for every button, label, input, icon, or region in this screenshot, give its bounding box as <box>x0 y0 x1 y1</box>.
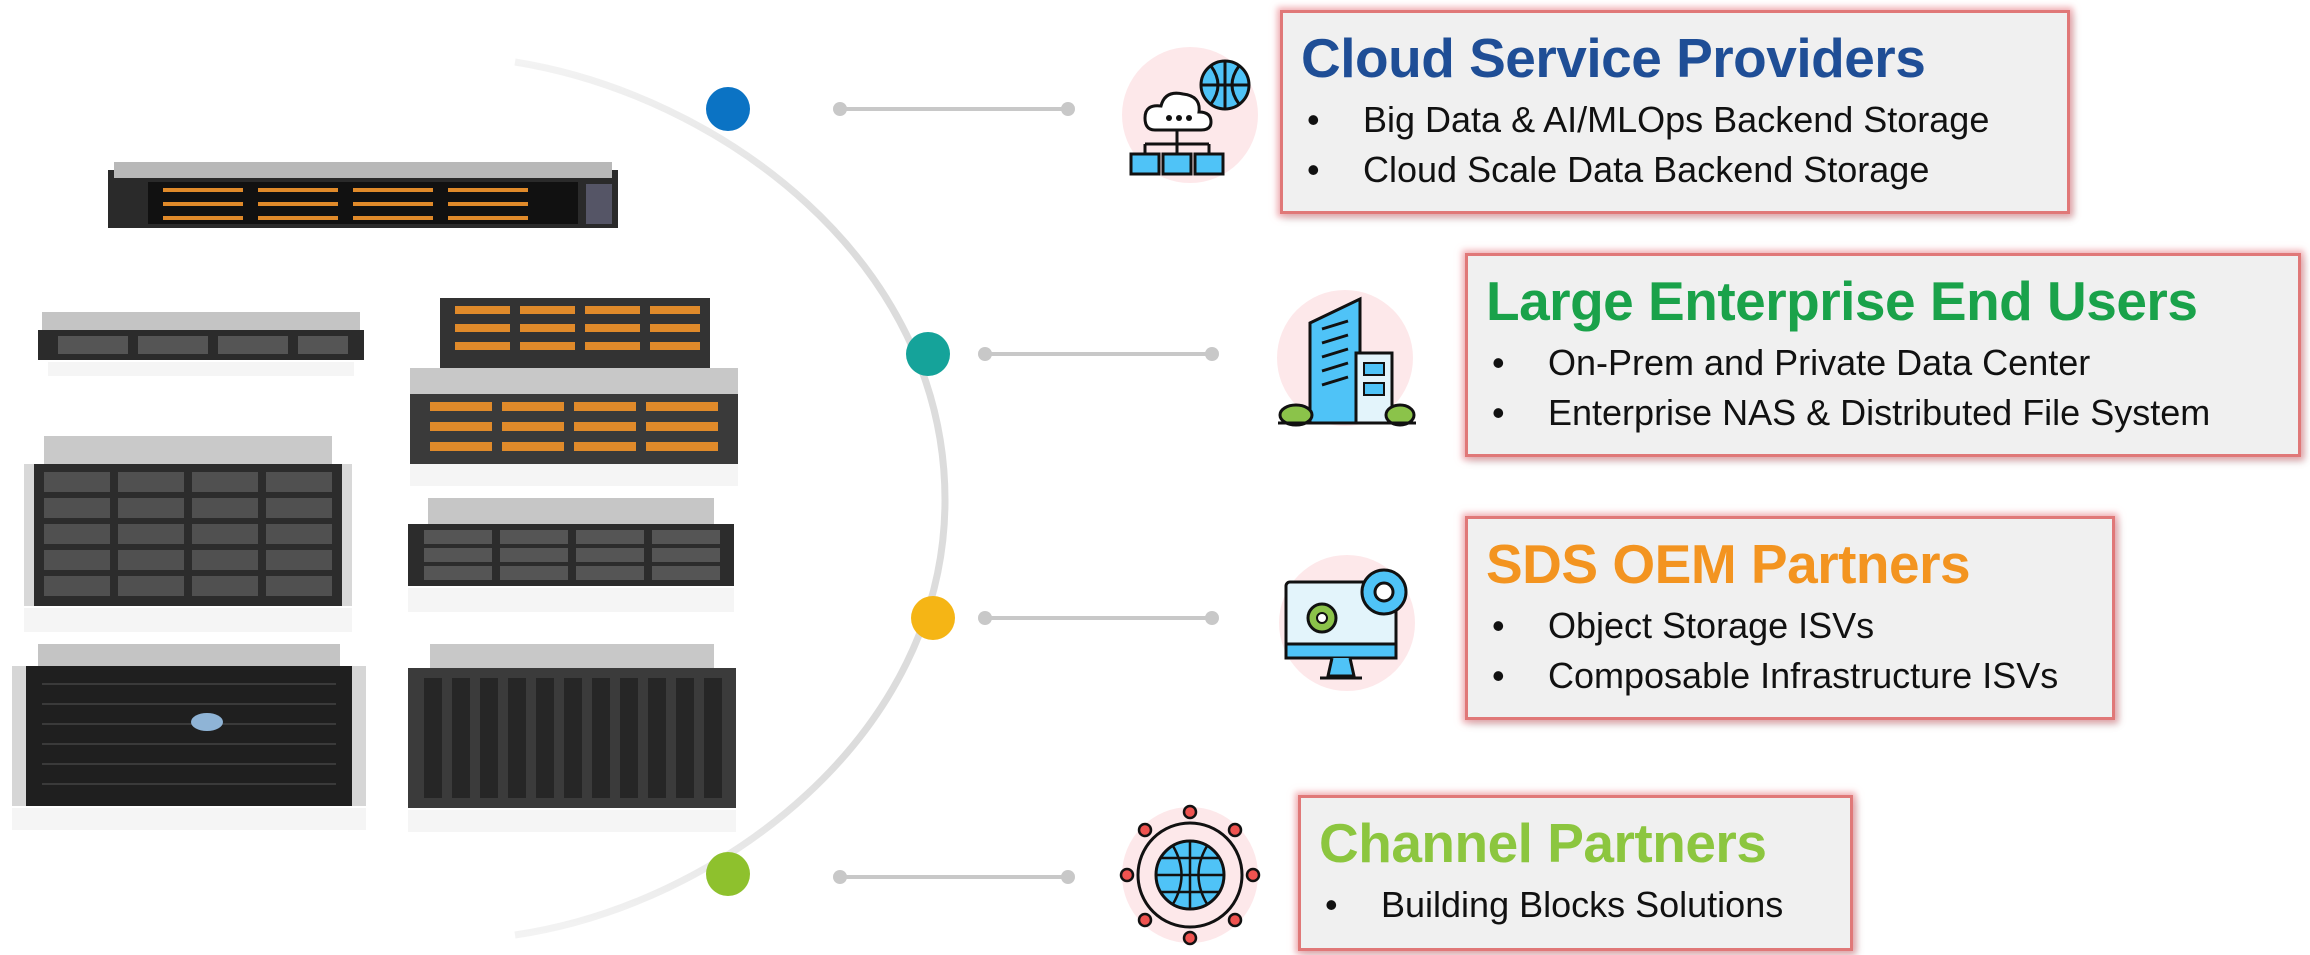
segment-title: Channel Partners <box>1319 812 1767 874</box>
bullet-item: On-Prem and Private Data Center <box>1486 338 2278 388</box>
segment-card-channel-partners: Channel Partners Building Blocks Solutio… <box>1298 795 1853 951</box>
timeline-dot-2 <box>906 332 950 376</box>
bullet-item: Cloud Scale Data Backend Storage <box>1301 145 2047 195</box>
connector-line-2 <box>978 347 1219 361</box>
segment-bullets: Building Blocks Solutions <box>1319 880 1830 930</box>
server-4u-jbod-image <box>408 644 736 832</box>
globe-network-icon <box>1119 804 1261 946</box>
server-1u-short-image <box>38 312 364 376</box>
segment-card-cloud-service-providers: Cloud Service Providers Big Data & AI/ML… <box>1280 10 2070 214</box>
segment-title: SDS OEM Partners <box>1486 533 1971 595</box>
connector-line-3 <box>978 611 1219 625</box>
segment-bullets: On-Prem and Private Data Center Enterpri… <box>1486 338 2278 438</box>
connector-line-1 <box>833 102 1075 116</box>
bullet-item: Big Data & AI/MLOps Backend Storage <box>1301 95 2047 145</box>
segment-title: Large Enterprise End Users <box>1486 270 2198 332</box>
bullet-item: Enterprise NAS & Distributed File System <box>1486 388 2278 438</box>
connector-line-4 <box>833 870 1075 884</box>
segment-bullets: Object Storage ISVs Composable Infrastru… <box>1486 601 2092 701</box>
server-2u-orange-stack-image <box>410 298 738 486</box>
segment-card-sds-oem-partners: SDS OEM Partners Object Storage ISVs Com… <box>1465 516 2115 720</box>
server-1u-wide-image <box>108 162 618 228</box>
office-building-icon <box>1277 290 1416 427</box>
segment-bullets: Big Data & AI/MLOps Backend Storage Clou… <box>1301 95 2047 195</box>
bullet-item: Building Blocks Solutions <box>1319 880 1830 930</box>
monitor-gears-icon <box>1279 555 1415 691</box>
server-2u-front-image <box>408 498 734 612</box>
server-4u-mesh-image <box>12 644 366 830</box>
bullet-item: Object Storage ISVs <box>1486 601 2092 651</box>
timeline-dot-4 <box>706 852 750 896</box>
server-4u-front-image <box>24 436 352 632</box>
bullet-item: Composable Infrastructure ISVs <box>1486 651 2092 701</box>
timeline-dot-3 <box>911 596 955 640</box>
segment-card-large-enterprise: Large Enterprise End Users On-Prem and P… <box>1465 253 2301 457</box>
segment-title: Cloud Service Providers <box>1301 27 1926 89</box>
cloud-network-icon <box>1122 47 1258 183</box>
timeline-dot-1 <box>706 87 750 131</box>
